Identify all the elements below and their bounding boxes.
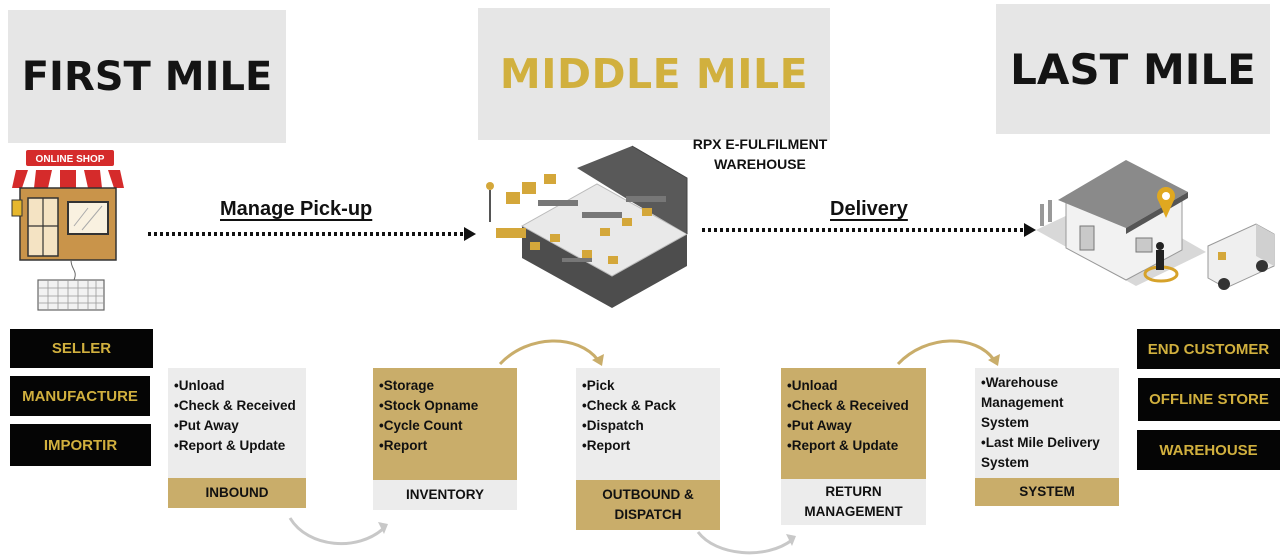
- stage-item: •Unload: [174, 378, 225, 393]
- shop-sign-text: ONLINE SHOP: [36, 154, 105, 165]
- stage-item: •Check & Received: [174, 398, 296, 413]
- stage-card-outbound: •Pick •Check & Pack •Dispatch •Report OU…: [576, 368, 720, 530]
- first-mile-header: FIRST MILE: [8, 10, 286, 143]
- curve-arrow-return-system: [896, 339, 1000, 366]
- manage-pickup-label: Manage Pick-up: [220, 198, 373, 220]
- stage-card-system: •Warehouse Management System •Last Mile …: [975, 368, 1119, 506]
- stage-title-return: RETURN MANAGEMENT: [781, 479, 926, 525]
- pickup-arrow: [148, 227, 476, 241]
- stage-item: •Put Away: [174, 418, 239, 433]
- stage-item: •Last Mile Delivery System: [981, 435, 1100, 470]
- stage-card-return: •Unload •Check & Received •Put Away •Rep…: [781, 368, 926, 525]
- stage-items: •Storage •Stock Opname •Cycle Count •Rep…: [373, 368, 517, 456]
- stage-card-inbound: •Unload •Check & Received •Put Away •Rep…: [168, 368, 306, 508]
- curve-arrow-inbound-inventory: [288, 517, 388, 546]
- stage-item: •Cycle Count: [379, 418, 463, 433]
- stage-items: •Unload •Check & Received •Put Away •Rep…: [168, 368, 306, 456]
- stage-item: •Pick: [582, 378, 615, 393]
- curve-arrow-outbound-return: [696, 531, 796, 555]
- stage-items: •Pick •Check & Pack •Dispatch •Report: [576, 368, 720, 456]
- stage-item: •Report: [379, 438, 428, 453]
- middle-mile-header: MIDDLE MILE: [478, 8, 830, 140]
- stage-title-outbound: OUTBOUND & DISPATCH: [576, 480, 720, 530]
- curve-arrow-inventory-outbound: [498, 339, 604, 366]
- stage-item: •Stock Opname: [379, 398, 479, 413]
- warehouse-title: RPX E-FULFILMENT WAREHOUSE: [692, 136, 828, 172]
- stage-items: •Unload •Check & Received •Put Away •Rep…: [781, 368, 926, 456]
- tag-offline-store: OFFLINE STORE: [1138, 378, 1280, 421]
- tag-end-customer: END CUSTOMER: [1137, 329, 1280, 369]
- delivery-label: Delivery: [830, 198, 908, 220]
- stage-title-inbound: INBOUND: [168, 478, 306, 508]
- delivery-arrow: [702, 223, 1036, 237]
- tag-importir: IMPORTIR: [10, 424, 151, 466]
- stage-title-inventory: INVENTORY: [373, 480, 517, 510]
- stage-item: •Storage: [379, 378, 434, 393]
- stage-item: •Put Away: [787, 418, 852, 433]
- stage-item: •Unload: [787, 378, 838, 393]
- stage-item: •Report & Update: [174, 438, 286, 453]
- warehouse-icon: [486, 145, 689, 308]
- tag-warehouse: WAREHOUSE: [1137, 430, 1280, 470]
- online-shop-icon: ONLINE SHOP: [11, 150, 124, 311]
- stage-item: •Check & Pack: [582, 398, 677, 413]
- stage-item: •Warehouse Management System: [981, 375, 1064, 430]
- stage-title-system: SYSTEM: [975, 478, 1119, 506]
- stage-item: •Report: [582, 438, 631, 453]
- stage-card-inventory: •Storage •Stock Opname •Cycle Count •Rep…: [373, 368, 517, 510]
- stage-item: •Report & Update: [787, 438, 899, 453]
- tag-seller: SELLER: [10, 329, 153, 368]
- last-mile-header: LAST MILE: [996, 4, 1270, 134]
- house-delivery-icon: [1036, 160, 1275, 290]
- stage-item: •Dispatch: [582, 418, 644, 433]
- stage-item: •Check & Received: [787, 398, 909, 413]
- stage-items: •Warehouse Management System •Last Mile …: [975, 368, 1119, 473]
- tag-manufacture: MANUFACTURE: [10, 376, 150, 416]
